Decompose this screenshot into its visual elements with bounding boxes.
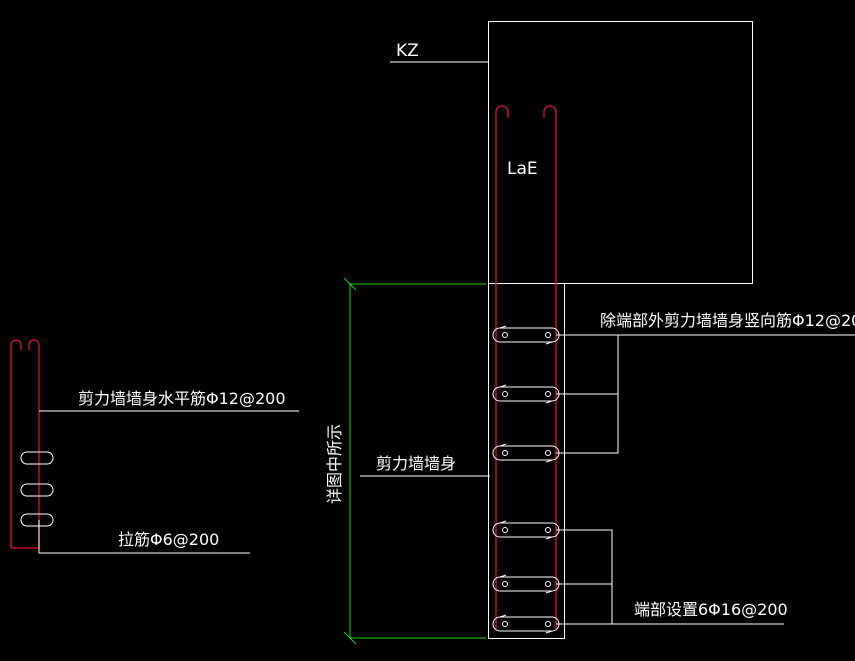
dimension-line xyxy=(343,277,486,645)
lae-label: LaE xyxy=(507,159,538,179)
section-vertical-rebar-right xyxy=(28,339,40,548)
tie-hoop xyxy=(492,325,560,345)
wall-tie-hoops xyxy=(492,325,560,634)
kz-label: KZ xyxy=(396,41,419,61)
wall-body-label: 剪力墙墙身 xyxy=(376,454,456,473)
tie-hoop xyxy=(492,384,560,404)
wall-body-outline xyxy=(488,283,565,639)
tie-hoop xyxy=(492,614,560,634)
section-tie-hook xyxy=(20,513,54,527)
tie-bar-label: 拉筋Φ6@200 xyxy=(118,530,219,549)
main-vertical-rebar-left xyxy=(495,105,509,630)
section-tie-hook xyxy=(20,451,54,465)
tie-hoop xyxy=(492,443,560,463)
main-vertical-rebar-right xyxy=(543,105,557,630)
horizontal-bar-label: 剪力墙墙身水平筋Φ12@200 xyxy=(78,389,286,408)
tie-hoop xyxy=(492,520,560,540)
dimension-label: 详图中所示 xyxy=(325,424,344,504)
end-bar-leader xyxy=(556,529,613,625)
kz-column-outline xyxy=(488,21,753,284)
section-tie-hooks xyxy=(20,451,54,527)
section-vertical-rebar-left xyxy=(10,339,22,548)
tie-hoop xyxy=(492,574,560,594)
tie-bar-leader xyxy=(38,520,250,554)
section-tie-hook xyxy=(20,483,54,497)
vertical-bar-label: 除端部外剪力墙墙身竖向筋Φ12@200 xyxy=(600,311,855,330)
end-bar-label: 端部设置6Φ16@200 xyxy=(634,600,788,619)
